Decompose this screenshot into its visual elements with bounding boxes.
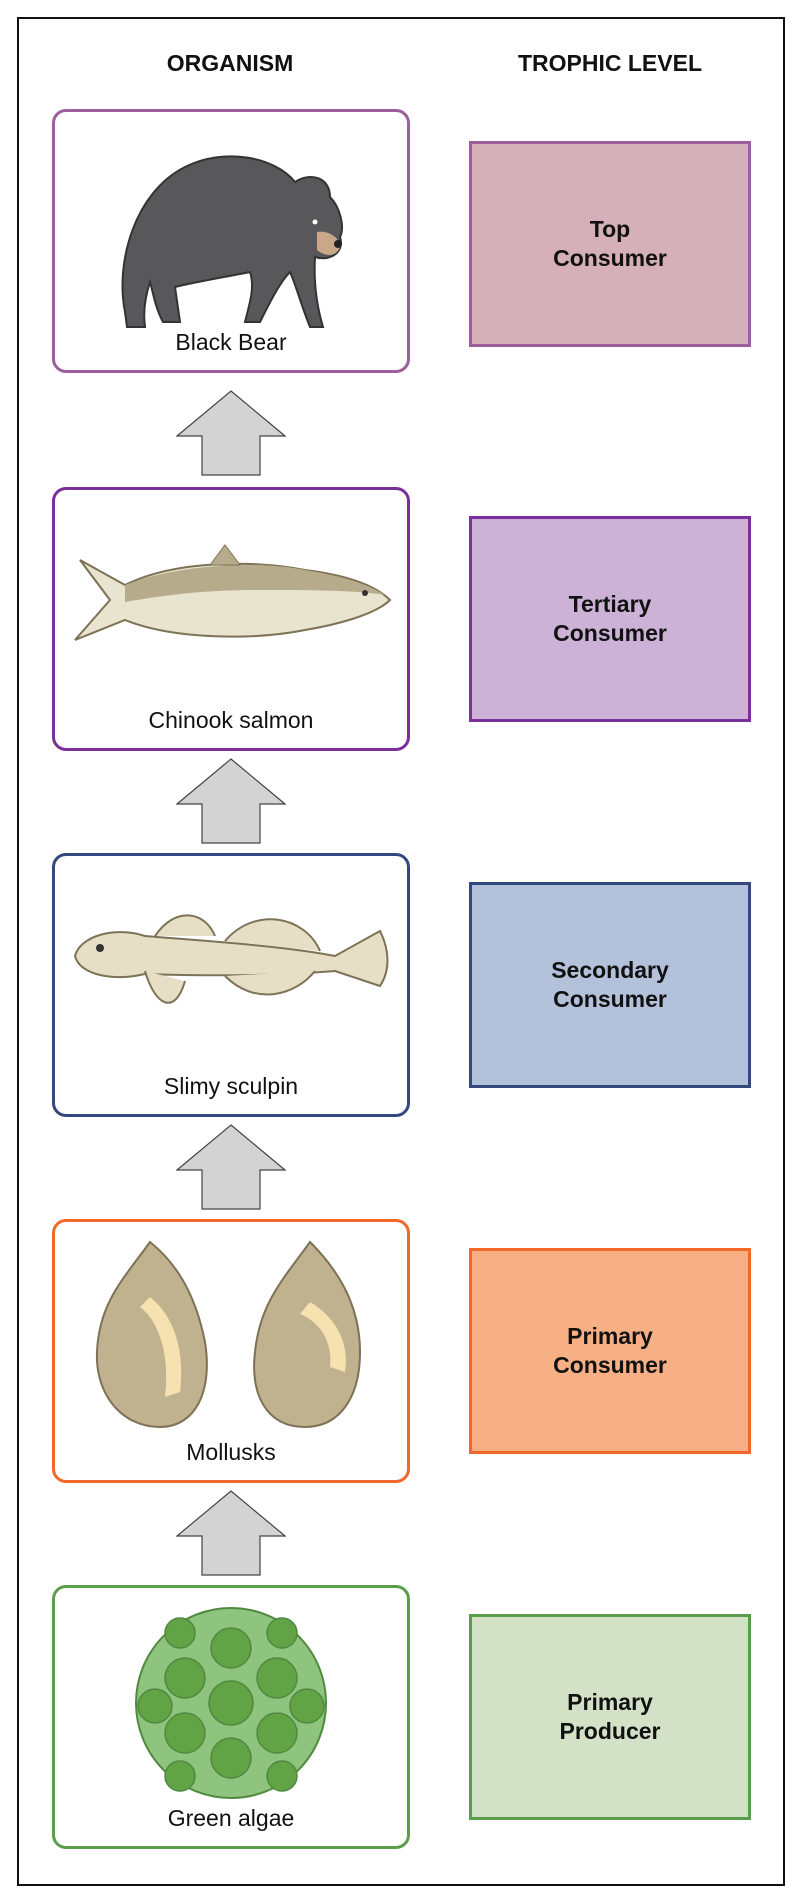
organism-label: Slimy sculpin [163, 1073, 299, 1099]
level-label-line2: Consumer [553, 986, 667, 1012]
level-label-line1: Secondary [551, 957, 669, 983]
organism-label: Mollusks [186, 1439, 276, 1465]
organism-label: Green algae [167, 1805, 295, 1831]
slimy-sculpin-illustration [73, 914, 389, 1004]
chinook-salmon-illustration [74, 544, 392, 641]
level-label-line1: Primary [567, 1689, 653, 1715]
organism-box-black-bear: Black Bear [52, 109, 410, 373]
organism-box-slimy-sculpin: Slimy sculpin [52, 853, 410, 1117]
green-algae-illustration [135, 1607, 327, 1799]
level-label-line2: Consumer [553, 1352, 667, 1378]
diagram-frame [17, 17, 785, 1886]
organism-label: Black Bear [175, 329, 287, 355]
organism-header: ORGANISM [166, 50, 294, 76]
level-label-line2: Consumer [553, 245, 667, 271]
level-label-line1: Tertiary [568, 591, 652, 617]
black-bear-illustration [121, 155, 343, 328]
mollusks-illustration [95, 1240, 362, 1429]
organism-box-mollusks: Mollusks [52, 1219, 410, 1483]
level-label-line2: Consumer [553, 620, 667, 646]
level-label-line1: Top [589, 216, 631, 242]
level-label-line2: Producer [559, 1718, 661, 1744]
up-arrow-icon [176, 1490, 286, 1576]
up-arrow-icon [176, 1124, 286, 1210]
organism-box-chinook-salmon: Chinook salmon [52, 487, 410, 751]
trophic-level-header: TROPHIC LEVEL [517, 50, 702, 76]
up-arrow-icon [176, 758, 286, 844]
up-arrow-icon [176, 390, 286, 476]
organism-box-green-algae: Green algae [52, 1585, 410, 1849]
organism-label: Chinook salmon [148, 707, 314, 733]
level-label-line1: Primary [567, 1323, 653, 1349]
